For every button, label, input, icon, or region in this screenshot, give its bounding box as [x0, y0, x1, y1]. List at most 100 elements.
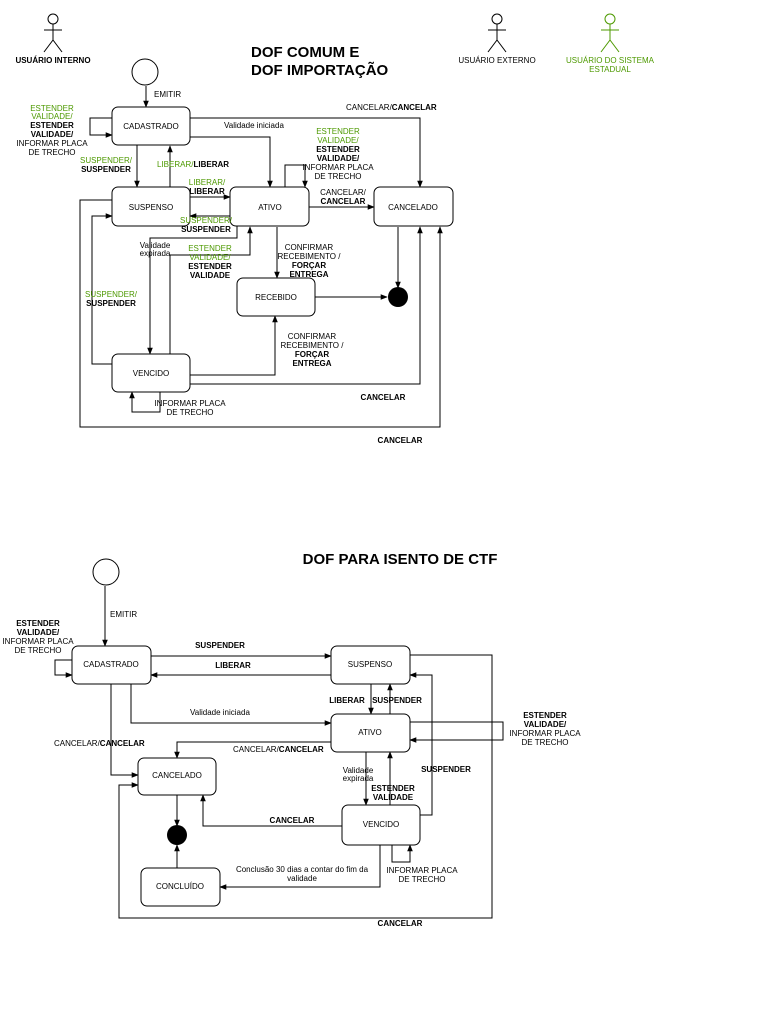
d2-label-suspender2: SUSPENDER [372, 696, 422, 705]
d1-label-ext-cad-g1: ESTENDER [30, 104, 74, 113]
d1-state-cadastrado: CADASTRADO [111, 106, 191, 146]
d2-label-emitir: EMITIR [110, 610, 137, 619]
d1-state-vencido: VENCIDO [111, 353, 191, 393]
d1-label-ext-cad-n1: INFORMAR PLACA [16, 139, 88, 148]
d1-state-cancelado: CANCELADO [373, 186, 454, 227]
d2-end-node [167, 825, 187, 845]
actor-usuario-estadual: USUÁRIO DO SISTEMA ESTADUAL [566, 13, 655, 74]
d2-label-validade-expirada-2: expirada [343, 774, 374, 783]
d2-label-placa-1: INFORMAR PLACA [386, 866, 458, 875]
d1-label-ext-cad-b2: VALIDADE/ [31, 130, 74, 139]
d1-label-ext-at-g2: VALIDADE/ [317, 136, 359, 145]
d2-title: DOF PARA ISENTO DE CTF [303, 551, 498, 568]
d2-edges [54, 586, 504, 919]
d1-label-conf1-4: ENTREGA [289, 270, 328, 279]
d1-label-susp2-b: SUSPENDER [181, 225, 231, 234]
actor-externo-label: USUÁRIO EXTERNO [458, 56, 535, 65]
d1-label-placa-1: INFORMAR PLACA [154, 399, 226, 408]
d1-label-susp2-g: SUSPENDER/ [180, 216, 233, 225]
d1-label-lib-g: LIBERAR/ [157, 160, 194, 169]
actor-estadual-label-2: ESTADUAL [589, 65, 631, 74]
d1-label-ext-at-b2: VALIDADE/ [317, 154, 360, 163]
d2-label-cancelar-cad-b: CANCELAR [100, 739, 145, 748]
diagram-dof-isento: DOF PARA ISENTO DE CTF [2, 551, 581, 928]
d1-state-suspenso-label: SUSPENSO [129, 203, 173, 212]
actor-estadual-icon [600, 13, 620, 53]
d1-label-emitir: EMITIR [154, 90, 181, 99]
d2-label-ext-cad-2: VALIDADE/ [17, 628, 60, 637]
d1-label-lib-b: LIBERAR [193, 160, 229, 169]
d2-state-ativo: ATIVO [330, 713, 411, 753]
actor-interno-label: USUÁRIO INTERNO [15, 56, 90, 65]
d1-label-susp3-g: SUSPENDER/ [85, 290, 138, 299]
d1-label-lib2-g: LIBERAR/ [189, 178, 226, 187]
d1-label-ext-at-n1: INFORMAR PLACA [302, 163, 374, 172]
d2-label-ext-cad-3: INFORMAR PLACA [2, 637, 74, 646]
d1-label-cancelar-v: CANCELAR [361, 393, 406, 402]
d1-label-conf1-3: FORÇAR [292, 261, 326, 270]
d2-label-ext-at-4: DE TRECHO [522, 738, 569, 747]
d1-state-ativo-label: ATIVO [258, 203, 281, 212]
d2-state-suspenso-label: SUSPENSO [348, 660, 392, 669]
d1-label-susp-b: SUSPENDER [81, 165, 131, 174]
d2-label-validade-expirada-1: Validade [343, 766, 374, 775]
d1-state-suspenso: SUSPENSO [111, 186, 191, 227]
d1-label-cancelar-mid-n: CANCELAR/ [320, 188, 367, 197]
d1-label-ext-at-b1: ESTENDER [316, 145, 360, 154]
d2-state-ativo-label: ATIVO [358, 728, 381, 737]
d1-title-line1: DOF COMUM E [251, 44, 359, 61]
d2-state-cadastrado: CADASTRADO [71, 645, 152, 685]
d2-label-liberar: LIBERAR [215, 661, 251, 670]
d2-state-cancelado: CANCELADO [137, 757, 217, 796]
d1-label-susp3-b: SUSPENDER [86, 299, 136, 308]
d2-start-node [92, 558, 120, 586]
d2-label-ext-at-1: ESTENDER [523, 711, 567, 720]
d1-label-ext-v-g2: VALIDADE/ [189, 253, 231, 262]
d1-state-ativo: ATIVO [229, 186, 310, 227]
d1-label-validade-expirada-1: Validade [140, 241, 171, 250]
d1-label-conf2-1: CONFIRMAR [288, 332, 337, 341]
actor-interno-icon [43, 13, 63, 53]
d2-label-ext-cad-1: ESTENDER [16, 619, 60, 628]
d1-label-conf2-4: ENTREGA [292, 359, 331, 368]
d2-label-suspender3: SUSPENDER [421, 765, 471, 774]
d1-label-cancelar-bottom: CANCELAR [378, 436, 423, 445]
d1-state-cancelado-label: CANCELADO [388, 203, 438, 212]
d1-start-node [131, 58, 159, 86]
actor-estadual-label-1: USUÁRIO DO SISTEMA [566, 56, 655, 65]
d1-label-ext-v-g1: ESTENDER [188, 244, 232, 253]
d2-state-cadastrado-label: CADASTRADO [83, 660, 139, 669]
d1-state-recebido: RECEBIDO [236, 277, 316, 317]
d1-label-conf2-2: RECEBIMENTO / [281, 341, 345, 350]
d2-label-placa-2: DE TRECHO [399, 875, 446, 884]
d1-labels: EMITIR ESTENDER VALIDADE/ ESTENDER VALID… [16, 90, 436, 445]
d2-label-validade-iniciada: Validade iniciada [190, 708, 250, 717]
d2-label-cancelar-cad: CANCELAR/CANCELAR [54, 739, 145, 748]
d1-label-ext-v-b2: VALIDADE [190, 271, 231, 280]
d2-label-ext-v-1: ESTENDER [371, 784, 415, 793]
d1-label-lib2-b: LIBERAR [189, 187, 225, 196]
d1-label-ext-v-b1: ESTENDER [188, 262, 232, 271]
actor-externo-icon [487, 13, 507, 53]
d1-label-validade-expirada-2: expirada [140, 249, 171, 258]
d1-label-susp-g: SUSPENDER/ [80, 156, 133, 165]
d1-label-cancelar-top-b: CANCELAR [392, 103, 437, 112]
d1-state-cadastrado-label: CADASTRADO [123, 122, 179, 131]
d2-label-ext-v-2: VALIDADE [373, 793, 414, 802]
d2-state-cancelado-label: CANCELADO [152, 771, 202, 780]
d1-label-conf1-1: CONFIRMAR [285, 243, 334, 252]
d2-label-conclusao-2: validade [287, 874, 317, 883]
d1-label-ext-cad-g2: VALIDADE/ [31, 112, 73, 121]
d2-state-suspenso: SUSPENSO [330, 645, 411, 685]
d1-edges [79, 86, 443, 428]
d1-state-recebido-label: RECEBIDO [255, 293, 297, 302]
d2-label-liberar2: LIBERAR [329, 696, 365, 705]
d1-label-lib: LIBERAR/LIBERAR [157, 160, 229, 169]
d1-label-ext-at-n2: DE TRECHO [315, 172, 362, 181]
d1-label-ext-at-g1: ESTENDER [316, 127, 360, 136]
d2-label-ext-at-3: INFORMAR PLACA [509, 729, 581, 738]
d1-label-validade-iniciada: Validade iniciada [224, 121, 284, 130]
d1-title-line2: DOF IMPORTAÇÃO [251, 61, 389, 79]
d2-label-cancelar-at-n: CANCELAR/ [233, 745, 280, 754]
